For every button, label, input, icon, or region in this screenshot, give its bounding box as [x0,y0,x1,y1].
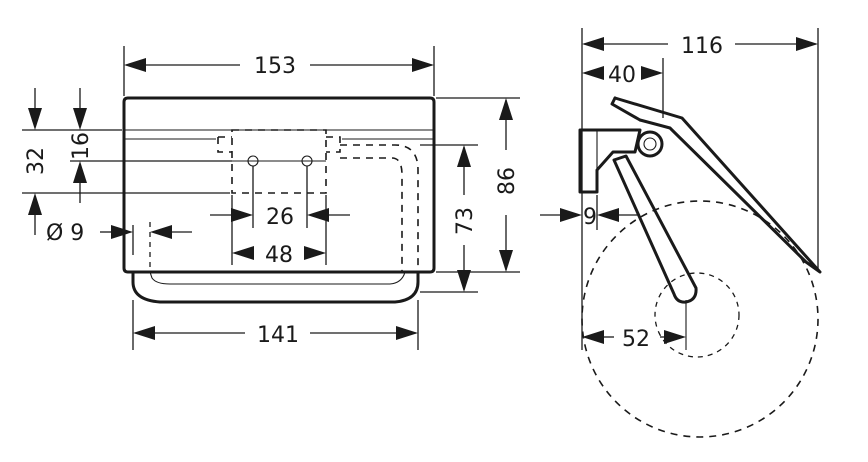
side-dimensions: 116 40 9 52 [540,28,819,352]
wall-bracket [578,128,642,194]
dim-73: 73 [453,207,478,235]
cover-flap-edge [610,96,642,122]
front-dimensions: 153 141 86 73 32 [22,46,520,350]
pivot-inner [643,137,657,151]
cover-flap [613,96,822,274]
side-view [578,96,822,438]
mount-plate-flange [217,136,341,153]
dim-48: 48 [265,243,293,268]
dim-86: 86 [495,167,520,195]
dim-52: 52 [622,327,650,352]
roll-arm-hidden [340,144,419,272]
mount-plate-hidden [231,129,327,194]
dim-116: 116 [681,34,723,59]
roll-arm [612,154,698,304]
roll-arm-hidden-inner [340,157,403,272]
paper-roll [581,200,819,438]
front-view [122,96,436,304]
dim-9-side: 9 [583,205,597,230]
roll-core [654,272,740,358]
dim-32: 32 [24,147,49,175]
dim-26: 26 [266,205,294,230]
tray-inner [149,271,406,285]
dim-141: 141 [257,323,299,348]
tray-outline [131,270,420,304]
dim-40: 40 [608,63,636,88]
dim-16: 16 [69,132,94,160]
dim-dia-9: Ø 9 [46,221,84,246]
pivot-outer [636,130,664,158]
dim-153: 153 [254,54,296,79]
cover-outline [122,96,436,274]
